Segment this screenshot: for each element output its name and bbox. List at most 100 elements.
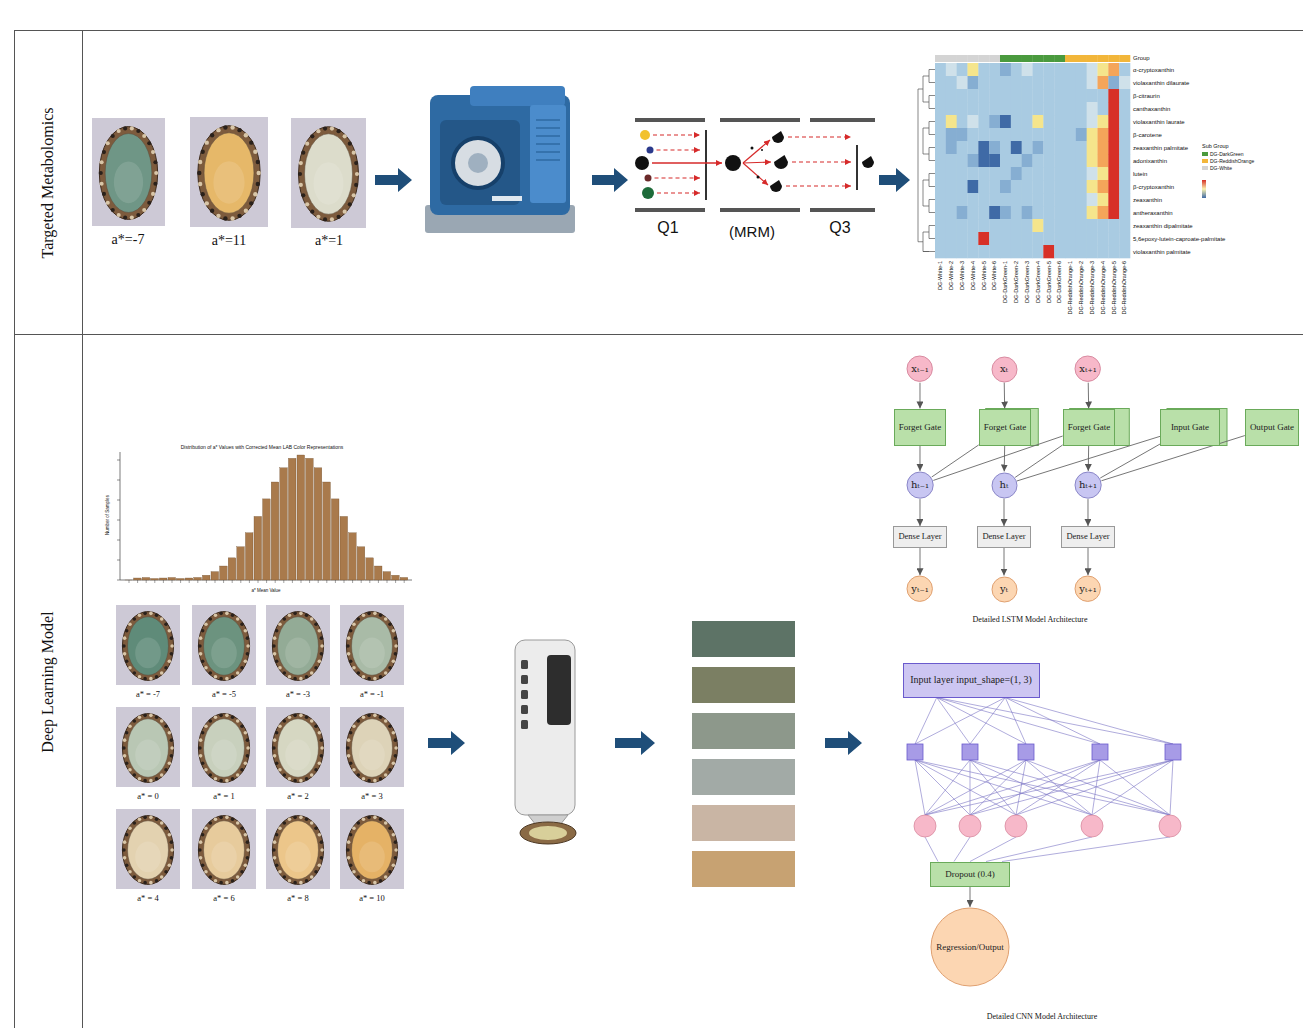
shell-spot — [219, 816, 223, 820]
shell-spot — [219, 779, 223, 783]
heatmap-cell — [1119, 128, 1130, 141]
shell-spot — [352, 151, 356, 155]
heatmap-row-label: violaxanthin laurate — [1133, 118, 1185, 125]
heatmap-cell — [1054, 167, 1065, 180]
histogram-bar — [288, 458, 296, 580]
vent-line — [536, 151, 560, 153]
shell-spot — [143, 714, 147, 718]
shell-spot — [273, 636, 277, 640]
histogram-bar — [177, 579, 185, 581]
x-tick — [240, 580, 241, 583]
heatmap-cell — [968, 115, 979, 128]
shell-body — [352, 821, 393, 879]
sample-value: a*=-7 — [112, 232, 145, 247]
heatmap-cell — [1065, 232, 1076, 245]
device-button — [521, 720, 528, 729]
heatmap-cell — [946, 89, 957, 102]
body-shade — [285, 841, 311, 872]
histogram-bar — [211, 572, 219, 580]
shell-spot — [346, 644, 350, 648]
shell-spot — [272, 746, 276, 750]
heatmap-cell — [1108, 63, 1119, 76]
shell-rim — [346, 714, 397, 783]
slit — [705, 130, 707, 200]
shell-spot — [209, 671, 213, 675]
heatmap-cell — [1065, 76, 1076, 89]
heatmap-cell — [1022, 102, 1033, 115]
panel-title: Deep Learning Model — [39, 611, 57, 752]
shell-spot — [100, 182, 104, 186]
heatmap-cell — [1000, 206, 1011, 219]
heatmap-cell — [1108, 102, 1119, 115]
x-tick — [223, 580, 224, 583]
flow-arrow — [879, 168, 910, 192]
heatmap-cell — [978, 232, 989, 245]
heatmap-cell — [968, 206, 979, 219]
cnn-wire — [1092, 760, 1173, 815]
vent-line — [536, 143, 560, 145]
shell-spot — [244, 863, 248, 867]
shell-spot — [314, 826, 318, 830]
shell-spot — [379, 675, 383, 679]
heatmap-column-label: DG-ReddishOrange-4 — [1100, 261, 1107, 315]
group-bar-cell — [946, 55, 957, 62]
shell-spot — [164, 724, 168, 728]
heatmap-cell — [1098, 245, 1109, 258]
heatmap-cell — [957, 167, 968, 180]
shell-spot — [123, 652, 127, 656]
abalone-photo — [266, 605, 330, 685]
shell-spot — [155, 777, 159, 781]
shell-spot — [164, 666, 168, 670]
shell-spot — [299, 612, 303, 616]
shell-rim — [272, 714, 323, 783]
dense-box: Dense Layer — [893, 526, 946, 548]
histogram-bar — [220, 566, 228, 580]
heatmap-column-label: DG-White-3 — [959, 261, 966, 290]
histogram-bar — [400, 577, 408, 580]
x-tick — [137, 580, 138, 583]
shell-spot — [349, 863, 353, 867]
shell-spot — [204, 724, 208, 728]
instrument-port — [468, 153, 488, 173]
heatmap-cell — [935, 180, 946, 193]
shell-spot — [205, 201, 209, 205]
heatmap-cell — [1119, 76, 1130, 89]
heatmap-cell — [1033, 245, 1044, 258]
heatmap-cell — [1011, 102, 1022, 115]
shell-spot — [330, 217, 334, 221]
shell-spot — [278, 768, 282, 772]
shell-spot — [246, 652, 250, 656]
shell-spot — [143, 816, 147, 820]
histogram-bar — [254, 516, 262, 580]
dense-unit — [1081, 815, 1103, 837]
cnn-wire — [1005, 698, 1100, 745]
group-bar-cell — [1022, 55, 1033, 62]
histogram-bar — [349, 533, 357, 580]
shell-spot — [320, 746, 324, 750]
shell-spot — [230, 125, 234, 129]
sample-shell — [520, 822, 576, 844]
shell-spot — [201, 863, 205, 867]
shell-spot — [125, 659, 129, 663]
heatmap-cell — [1119, 154, 1130, 167]
dendrogram-branch — [923, 128, 929, 154]
shell-spot — [138, 817, 142, 821]
heatmap-cell — [935, 63, 946, 76]
histogram-bar — [280, 468, 288, 580]
shell-spot — [142, 208, 146, 212]
hidden-state-circle: hₜ₋₁ — [906, 471, 934, 499]
shell-spot — [230, 216, 234, 220]
shell-rim — [198, 816, 249, 885]
heatmap-cell — [1054, 245, 1065, 258]
shell-spot — [219, 612, 223, 616]
heatmap-cell — [957, 219, 968, 232]
heatmap-column-label: DG-ReddishOrange-5 — [1111, 261, 1118, 315]
shell-spot — [123, 126, 127, 130]
shell-spot — [199, 856, 203, 860]
color-swatch-bar — [692, 667, 795, 703]
shell-spot — [128, 826, 132, 830]
shell-spot — [201, 659, 205, 663]
shell-spot — [310, 821, 314, 825]
shell-spot — [160, 875, 164, 879]
shell-spot — [293, 714, 297, 718]
